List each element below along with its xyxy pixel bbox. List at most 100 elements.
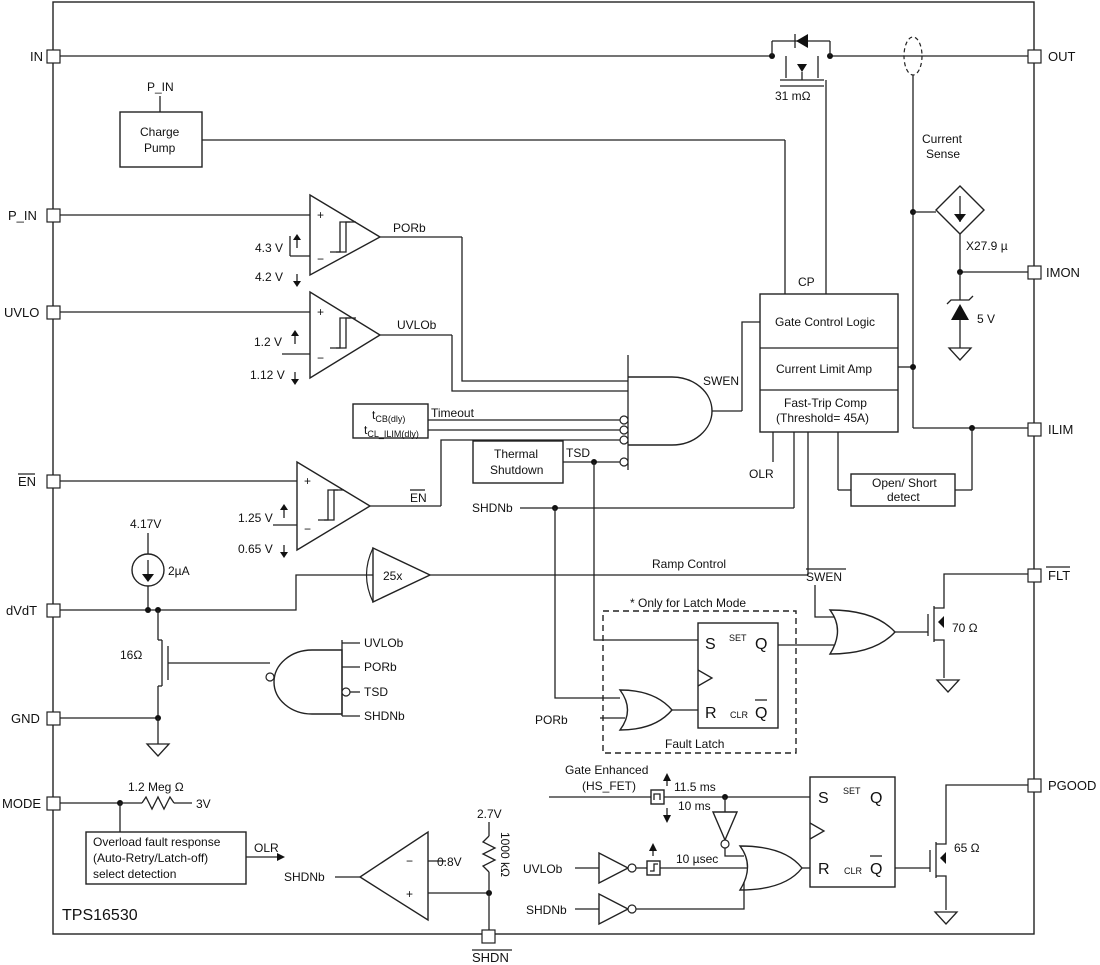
svg-text:tCB(dly): tCB(dly): [372, 408, 405, 424]
pin-pgood: PGOOD: [1027, 778, 1096, 793]
svg-text:2.7V: 2.7V: [477, 807, 502, 821]
svg-text:EN: EN: [18, 474, 36, 489]
nand-gate: UVLOb PORb TSD SHDNb: [265, 636, 405, 723]
mode-network: 1.2 Meg Ω 3V Overload fault response (Au…: [60, 780, 285, 885]
svg-text:R: R: [705, 705, 717, 722]
svg-text:Q: Q: [870, 790, 882, 807]
svg-text:Charge: Charge: [140, 125, 180, 139]
svg-text:−: −: [317, 351, 324, 365]
svg-text:X27.9 µ: X27.9 µ: [966, 239, 1008, 253]
svg-text:tCL_ILIM(dly): tCL_ILIM(dly): [364, 423, 419, 439]
svg-text:* Only for Latch Mode: * Only for Latch Mode: [630, 596, 746, 610]
svg-text:UVLOb: UVLOb: [523, 862, 563, 876]
charge-pump-block: P_IN Charge Pump: [119, 80, 786, 294]
svg-text:10 µsec: 10 µsec: [676, 852, 718, 866]
svg-text:UVLO: UVLO: [4, 305, 39, 320]
zener-diode: 5 V: [946, 272, 995, 361]
svg-text:11.5 ms: 11.5 ms: [674, 780, 716, 794]
pin-dvdt: dVdT: [6, 603, 61, 618]
current-limit-amp: Current Limit Amp: [776, 362, 872, 376]
svg-text:OLR: OLR: [749, 467, 774, 481]
svg-text:3V: 3V: [196, 797, 211, 811]
svg-text:16Ω: 16Ω: [120, 648, 142, 662]
uvlo-comparator: + − 1.2 V 1.12 V UVLOb: [60, 290, 628, 392]
svg-text:−: −: [406, 854, 413, 868]
svg-text:Sense: Sense: [926, 147, 960, 161]
svg-text:dVdT: dVdT: [6, 603, 37, 618]
thermal-shutdown: Thermal Shutdown TSD: [472, 440, 698, 641]
svg-text:PORb: PORb: [364, 660, 397, 674]
svg-text:25x: 25x: [383, 569, 402, 583]
svg-text:IMON: IMON: [1046, 265, 1080, 280]
svg-text:GND: GND: [11, 711, 40, 726]
fault-latch: * Only for Latch Mode Fault Latch S SET …: [535, 596, 835, 754]
ramp-control: 25x Ramp Control: [60, 432, 809, 611]
gate-control-stack: Gate Control Logic Current Limit Amp Fas…: [759, 293, 1028, 490]
svg-text:PORb: PORb: [393, 221, 426, 235]
open-short-detect: Open/ Short detect: [837, 432, 972, 507]
pin-uvlo: UVLO: [4, 305, 61, 320]
svg-text:PGOOD: PGOOD: [1048, 778, 1096, 793]
svg-text:CP: CP: [798, 275, 815, 289]
svg-text:31 mΩ: 31 mΩ: [775, 89, 811, 103]
svg-text:4.17V: 4.17V: [130, 517, 161, 531]
svg-text:SHDN: SHDN: [472, 950, 509, 965]
svg-text:1.25 V: 1.25 V: [238, 511, 273, 525]
svg-text:4.3 V: 4.3 V: [255, 241, 283, 255]
svg-text:Q: Q: [755, 705, 767, 722]
main-and-gate: SWEN: [619, 321, 760, 470]
pin-gnd: GND: [11, 711, 61, 726]
svg-text:10 ms: 10 ms: [678, 799, 711, 813]
svg-text:Current: Current: [922, 132, 963, 146]
svg-text:2µA: 2µA: [168, 564, 190, 578]
svg-text:P_IN: P_IN: [147, 80, 174, 94]
svg-text:(HS_FET): (HS_FET): [582, 779, 636, 793]
svg-text:−: −: [317, 252, 324, 266]
svg-text:1.12 V: 1.12 V: [250, 368, 285, 382]
pin-shdn: SHDN: [472, 929, 512, 965]
timer-block: tCB(dly) tCL_ILIM(dly) Timeout: [352, 403, 620, 439]
svg-text:Gate Enhanced: Gate Enhanced: [565, 763, 648, 777]
svg-text:SHDNb: SHDNb: [284, 870, 325, 884]
svg-text:(Threshold= 45A): (Threshold= 45A): [776, 411, 869, 425]
svg-text:detect: detect: [887, 490, 920, 504]
svg-text:R: R: [818, 861, 830, 878]
svg-text:65 Ω: 65 Ω: [954, 841, 980, 855]
svg-text:ILIM: ILIM: [1048, 422, 1073, 437]
svg-text:0.65 V: 0.65 V: [238, 542, 273, 556]
pin-mode: MODE: [2, 796, 61, 811]
pin-p-in: P_IN: [8, 208, 61, 223]
pin-en: EN: [18, 473, 61, 489]
svg-text:Fast-Trip Comp: Fast-Trip Comp: [784, 396, 867, 410]
svg-text:Pump: Pump: [144, 141, 176, 155]
svg-text:+: +: [317, 208, 324, 222]
pgood-logic: Gate Enhanced (HS_FET) 11.5 ms 10 ms UVL…: [523, 763, 1028, 926]
svg-text:Thermal: Thermal: [494, 447, 538, 461]
svg-text:4.2 V: 4.2 V: [255, 270, 283, 284]
svg-text:Timeout: Timeout: [431, 406, 475, 420]
en-comparator: + − 1.25 V 0.65 V EN: [60, 439, 620, 558]
shdn-comparator: SHDNb − + 0.8V 2.7V 1000 kΩ: [284, 807, 512, 930]
svg-text:Open/ Short: Open/ Short: [872, 476, 937, 490]
svg-text:FLT: FLT: [1048, 568, 1070, 583]
pin-out: OUT: [1027, 49, 1076, 64]
svg-text:−: −: [304, 522, 311, 536]
svg-text:SHDNb: SHDNb: [472, 501, 513, 515]
svg-text:1.2 Meg Ω: 1.2 Meg Ω: [128, 780, 184, 794]
power-path: 31 mΩ: [60, 34, 1028, 103]
svg-text:5 V: 5 V: [977, 312, 995, 326]
pin-imon: IMON: [1027, 265, 1080, 280]
svg-text:70 Ω: 70 Ω: [952, 621, 978, 635]
svg-text:PORb: PORb: [535, 713, 568, 727]
svg-text:CLR: CLR: [844, 866, 863, 876]
svg-text:select detection: select detection: [93, 867, 176, 881]
svg-text:IN: IN: [30, 49, 43, 64]
pin-ilim: ILIM: [1027, 422, 1073, 437]
svg-text:S: S: [818, 790, 829, 807]
svg-text:Ramp Control: Ramp Control: [652, 557, 726, 571]
svg-text:0.8V: 0.8V: [437, 855, 462, 869]
chip-name: TPS16530: [62, 907, 138, 924]
p-in-comparator: + − 4.3 V 4.2 V PORb: [60, 193, 628, 382]
